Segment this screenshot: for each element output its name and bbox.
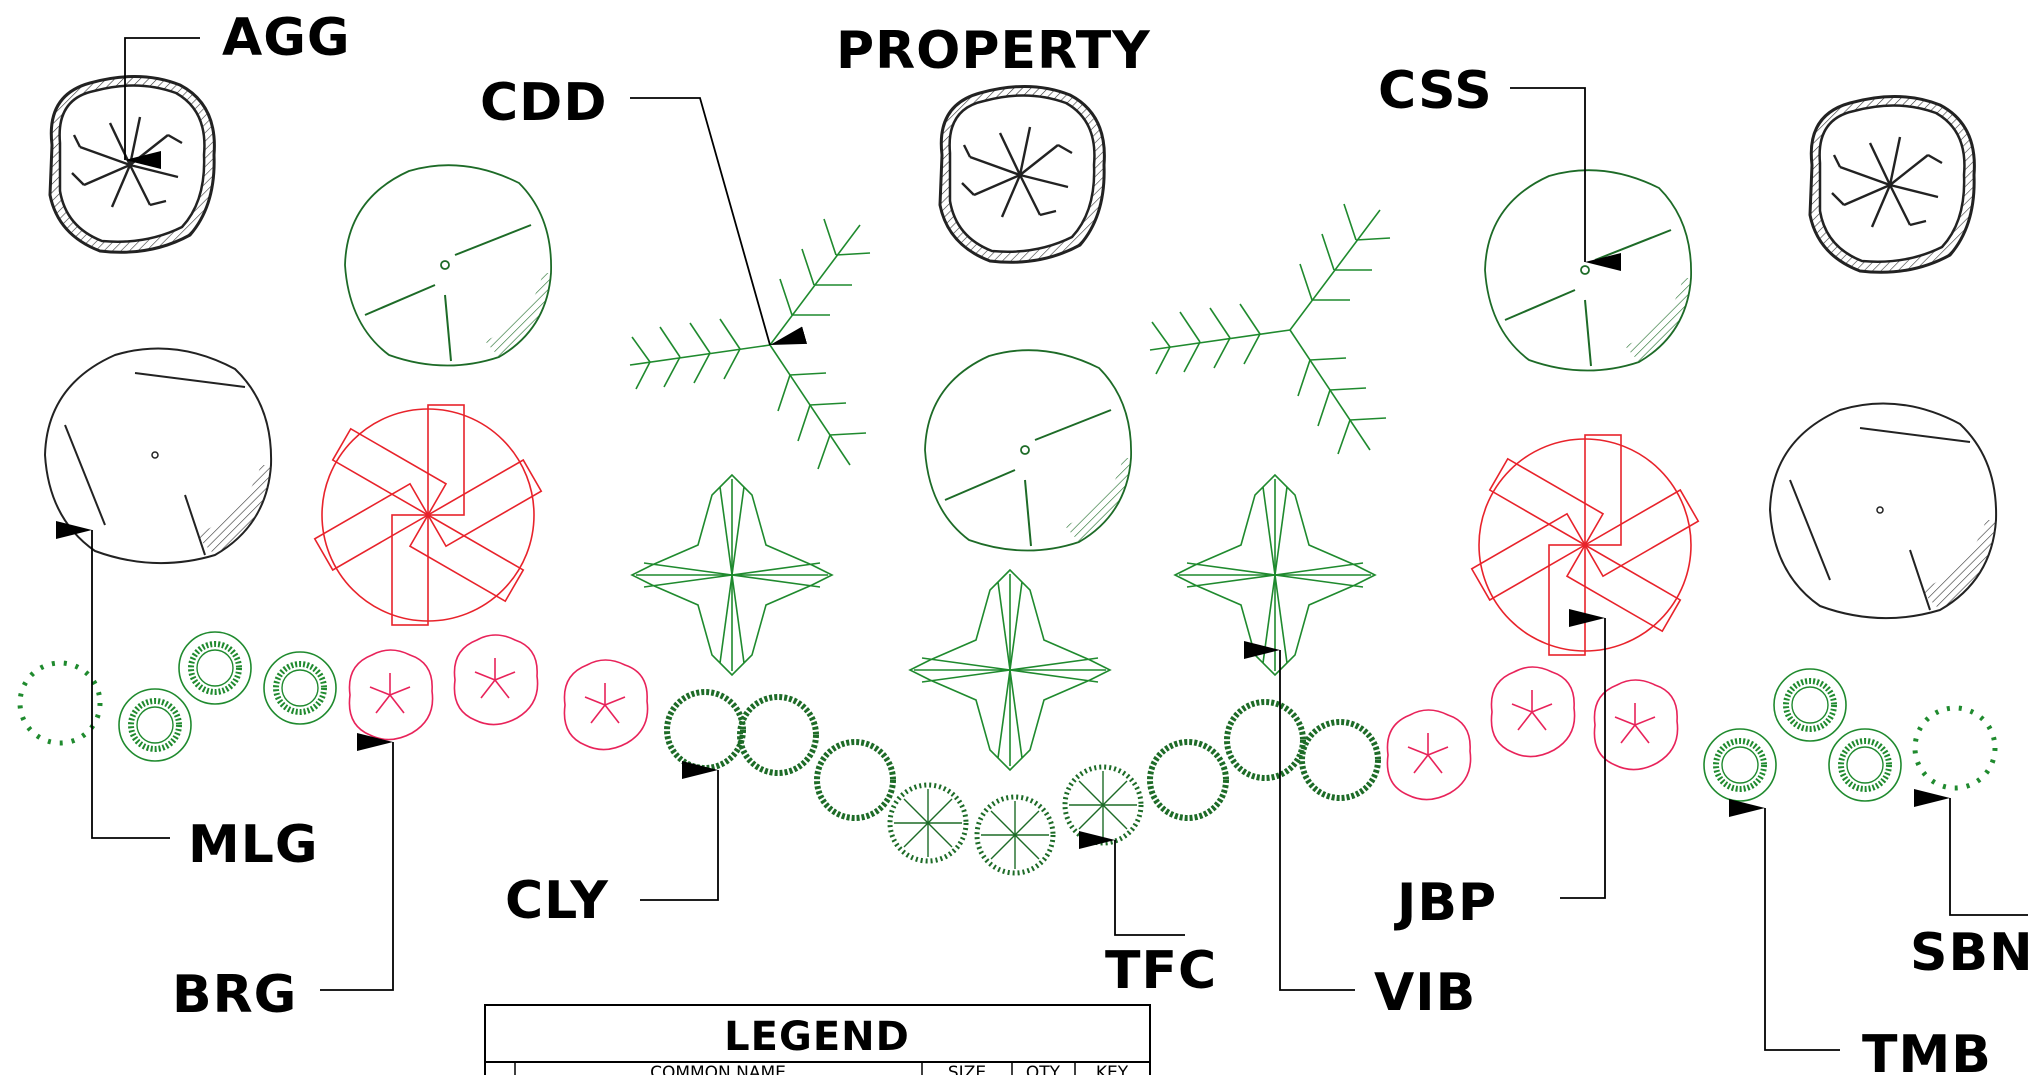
cdd-canopy-symbol bbox=[344, 164, 553, 367]
vib-leader bbox=[1244, 641, 1355, 991]
cdd-leader bbox=[630, 97, 808, 346]
legend-col-key: KEY bbox=[1096, 1063, 1129, 1075]
vib-star-symbol bbox=[631, 474, 833, 676]
css-canopy-symbol bbox=[1484, 169, 1693, 372]
jbp-tree-symbol bbox=[1470, 434, 1700, 656]
cly-shrub-symbol bbox=[667, 692, 743, 768]
vib-star-symbol bbox=[1174, 474, 1376, 676]
label-tmb: TMB bbox=[1862, 1025, 1992, 1075]
legend-table: LEGEND COMMON NAME SIZE QTY KEY bbox=[484, 1004, 1151, 1075]
cly-shrub-symbol bbox=[740, 697, 816, 773]
vib-star-symbol bbox=[909, 569, 1111, 771]
tmb-leader bbox=[1729, 799, 1840, 1051]
label-jbp: JBP bbox=[1394, 873, 1497, 933]
cly-shrub-symbol bbox=[1150, 742, 1226, 818]
cdd-canopy-symbol bbox=[924, 349, 1133, 552]
label-mlg: MLG bbox=[188, 815, 319, 875]
cdd-fern-symbol bbox=[629, 218, 871, 470]
mlg-tree-symbol bbox=[1769, 402, 1998, 620]
brg-leader bbox=[320, 733, 394, 991]
jbp-shrub-symbol bbox=[1490, 666, 1576, 758]
label-property: PROPERTY bbox=[836, 21, 1151, 81]
tfc-leader bbox=[1079, 831, 1185, 936]
label-css: CSS bbox=[1378, 61, 1493, 121]
brg-shrub-symbol bbox=[563, 659, 649, 751]
leader-lines bbox=[56, 37, 2028, 1051]
tfc-shrub-symbol bbox=[1065, 767, 1141, 843]
jbp-leader bbox=[1560, 609, 1606, 899]
agg-tree-symbol bbox=[48, 74, 216, 254]
red-tree-symbol bbox=[313, 404, 543, 626]
jbp-shrub-symbol bbox=[1386, 709, 1472, 801]
sbn-leader bbox=[1914, 789, 2028, 916]
sbn-shrub-symbol bbox=[20, 663, 100, 743]
legend-col-size: SIZE bbox=[948, 1063, 986, 1075]
tfc-shrub-symbol bbox=[977, 797, 1053, 873]
brg-shrub-symbol bbox=[348, 649, 434, 741]
label-agg: AGG bbox=[222, 8, 351, 68]
label-brg: BRG bbox=[172, 965, 297, 1025]
tmb-shrub-symbol bbox=[119, 689, 191, 761]
tfc-shrub-symbol bbox=[890, 785, 966, 861]
legend-title: LEGEND bbox=[724, 1014, 910, 1060]
cdd-fern-symbol bbox=[1149, 203, 1391, 455]
tmb-shrub-symbol bbox=[179, 632, 251, 704]
label-vib: VIB bbox=[1374, 963, 1476, 1023]
tmb-shrub-symbol bbox=[1704, 729, 1776, 801]
cly-leader bbox=[640, 761, 719, 901]
cly-shrub-symbol bbox=[1227, 702, 1303, 778]
agg-leader bbox=[124, 37, 200, 169]
label-sbn: SBN bbox=[1910, 923, 2028, 983]
cly-shrub-symbol bbox=[1302, 722, 1378, 798]
tmb-shrub-symbol bbox=[264, 652, 336, 724]
mlg-tree-symbol bbox=[44, 347, 273, 565]
agg-tree-symbol bbox=[938, 84, 1106, 264]
legend-col-common-name: COMMON NAME bbox=[650, 1063, 786, 1075]
brg-shrub-symbol bbox=[453, 634, 539, 726]
tmb-shrub-symbol bbox=[1774, 669, 1846, 741]
mlg-leader bbox=[56, 521, 170, 839]
legend-col-qty: QTY bbox=[1026, 1063, 1061, 1075]
label-cdd: CDD bbox=[480, 73, 608, 133]
agg-tree-symbol bbox=[1808, 94, 1976, 274]
tmb-shrub-symbol bbox=[1829, 729, 1901, 801]
sbn-shrub-symbol bbox=[1915, 708, 1995, 788]
label-cly: CLY bbox=[505, 871, 609, 931]
label-tfc: TFC bbox=[1105, 941, 1217, 1001]
css-leader bbox=[1510, 87, 1621, 271]
cly-shrub-symbol bbox=[817, 742, 893, 818]
jbp-shrub-symbol bbox=[1593, 679, 1679, 771]
